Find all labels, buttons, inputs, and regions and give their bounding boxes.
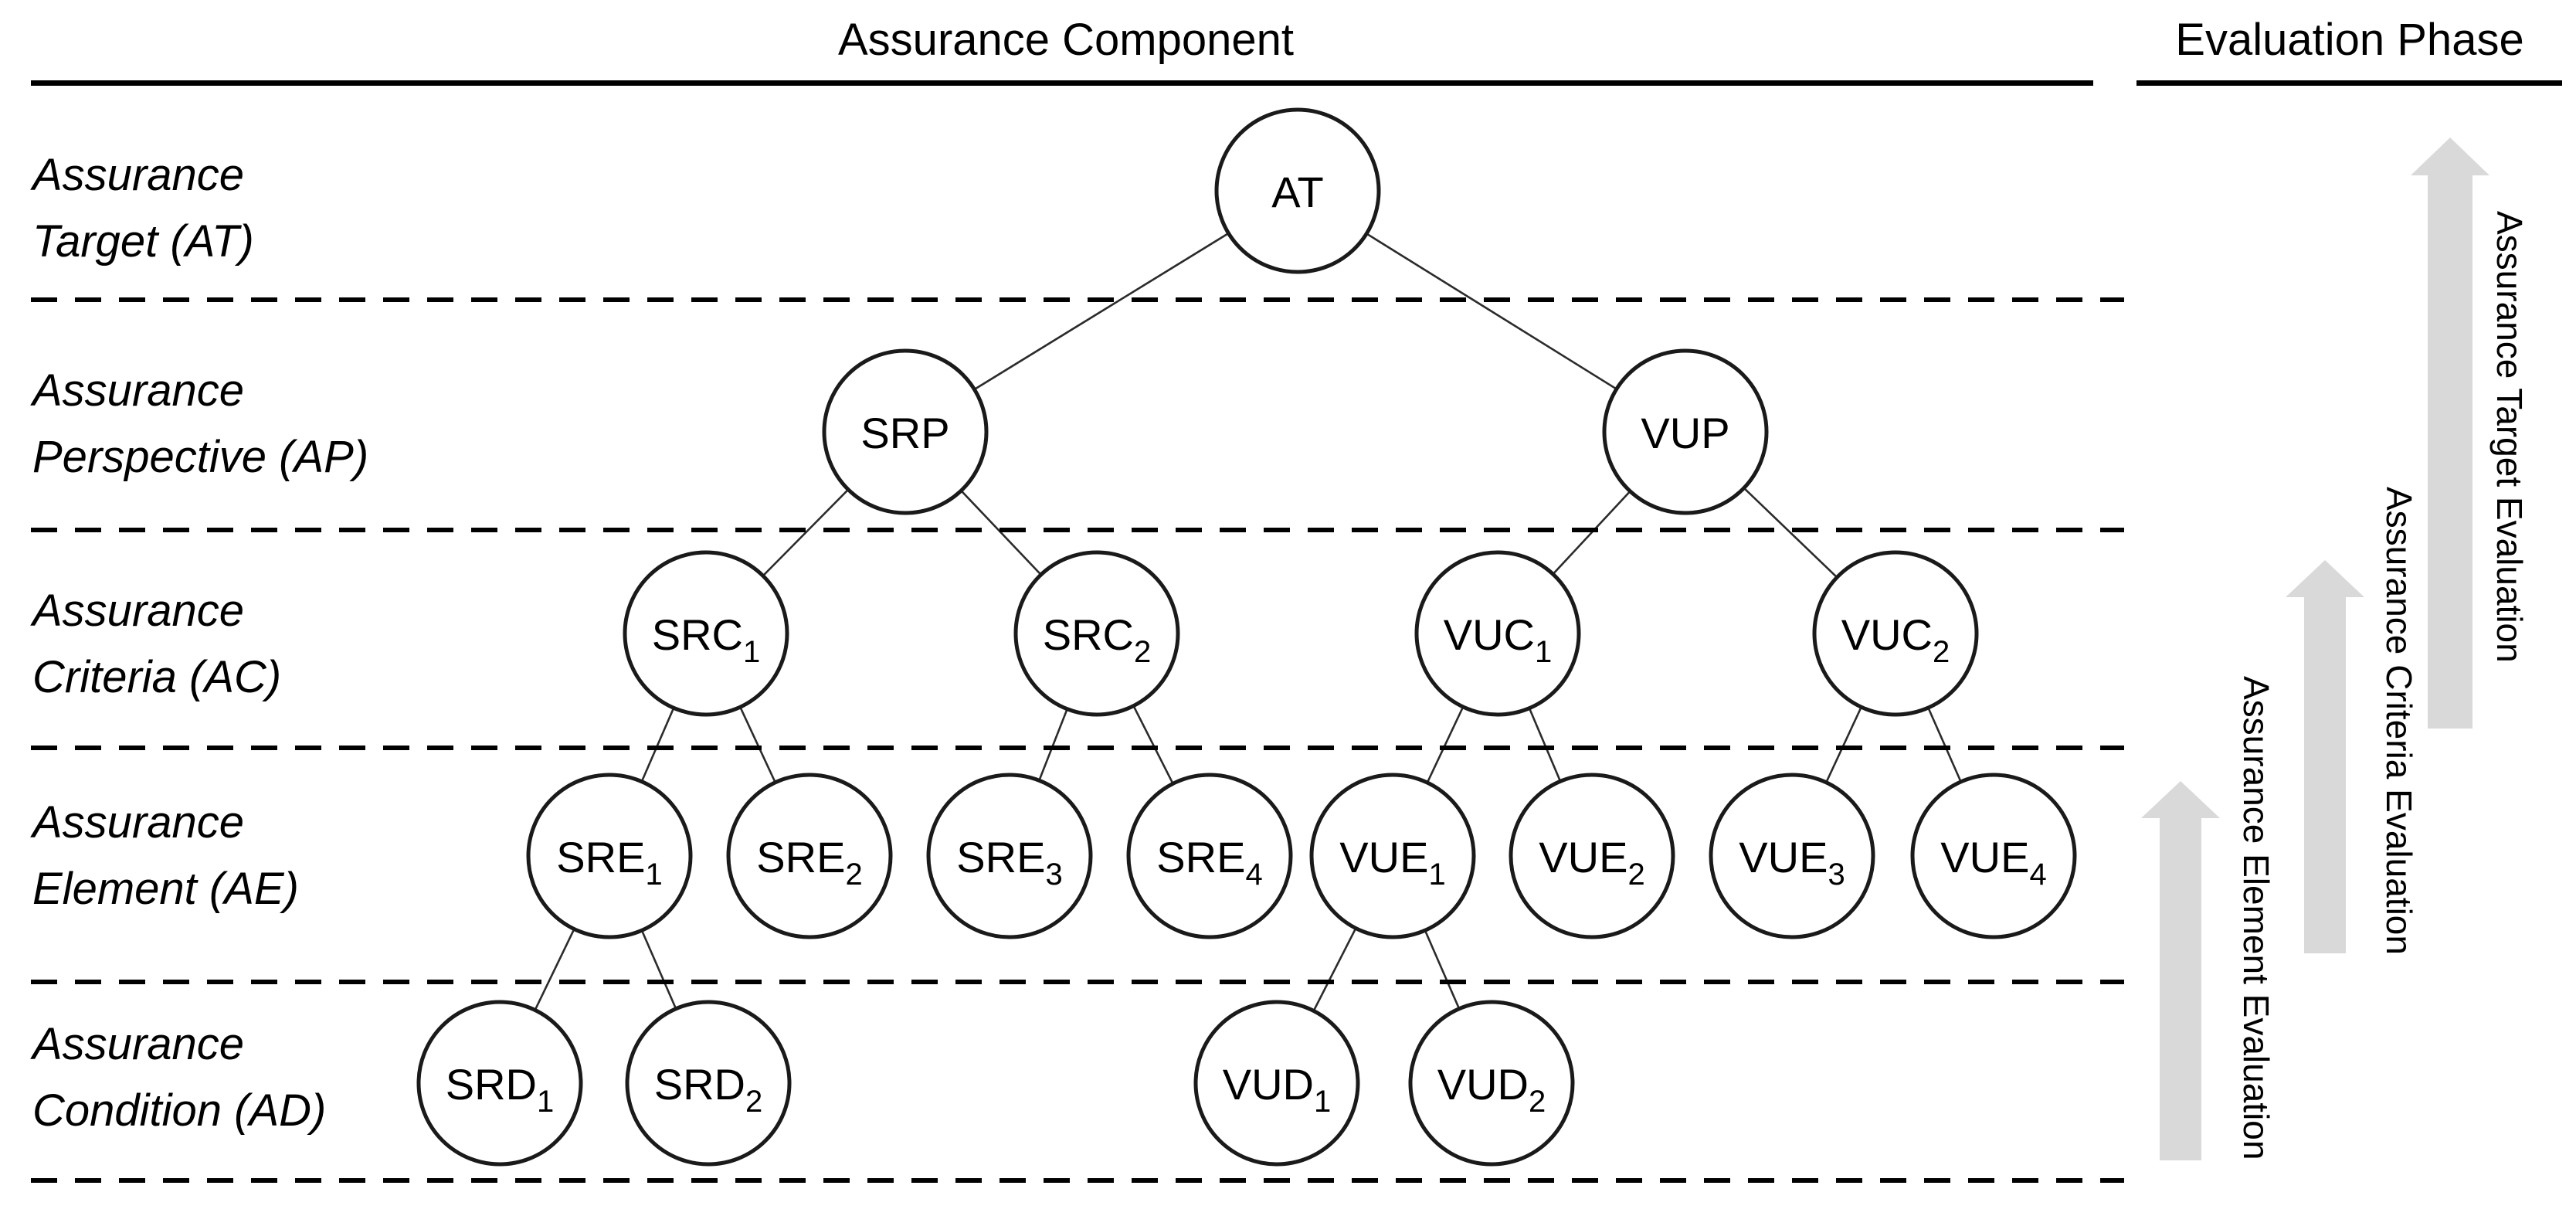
- row-label-line: Assurance: [32, 797, 245, 847]
- node-circle: [1408, 1000, 1575, 1167]
- tree-node-AT: AT: [1214, 107, 1381, 274]
- eval-label-target: Assurance Target Evaluation: [2489, 211, 2530, 663]
- node-circle: [1309, 773, 1476, 939]
- assurance-component-title: Assurance Component: [838, 15, 1294, 65]
- row-label-line: Condition (AD): [32, 1085, 327, 1136]
- node-circle: [1709, 773, 1875, 939]
- node-circle: [1812, 550, 1979, 717]
- node-circle: [625, 1000, 792, 1167]
- tree-node-VUD1: VUD1: [1193, 1000, 1360, 1167]
- row-label-line: Element (AE): [32, 864, 299, 914]
- node-circle: [1013, 550, 1180, 717]
- node-circle: [416, 1000, 583, 1167]
- node-label: AT: [1271, 168, 1323, 216]
- row-label-line: Assurance: [32, 1019, 245, 1069]
- row-label-assurance-perspective: Assurance Perspective (AP): [32, 358, 368, 491]
- tree-node-SRC1: SRC1: [623, 550, 789, 717]
- node-circle: [526, 773, 693, 939]
- tree-node-VUE2: VUE2: [1509, 773, 1675, 939]
- evaluation-up-arrow: [2141, 781, 2220, 1160]
- tree-node-SRE1: SRE1: [526, 773, 693, 939]
- tree-node-SRE2: SRE2: [726, 773, 893, 939]
- node-circle: [726, 773, 893, 939]
- tree-node-SRE4: SRE4: [1126, 773, 1293, 939]
- row-separator-dashed-line: [31, 528, 2124, 532]
- phase-header-rule: [2136, 80, 2562, 86]
- tree-node-SRD2: SRD2: [625, 1000, 792, 1167]
- row-separator-dashed-line: [31, 980, 2124, 984]
- tree-node-VUE4: VUE4: [1910, 773, 2077, 939]
- tree-node-VUP: VUP: [1602, 348, 1769, 515]
- node-circle: [623, 550, 789, 717]
- node-label: VUP: [1641, 409, 1729, 457]
- eval-label-element: Assurance Element Evaluation: [2236, 676, 2276, 1160]
- row-label-assurance-element: Assurance Element (AE): [32, 790, 299, 922]
- node-circle: [822, 348, 989, 515]
- row-label-assurance-condition: Assurance Condition (AD): [32, 1011, 326, 1144]
- row-label-assurance-target: Assurance Target (AT): [32, 142, 254, 275]
- tree-node-VUD2: VUD2: [1408, 1000, 1575, 1167]
- component-header-rule: [31, 80, 2093, 86]
- row-label-line: Target (AT): [32, 216, 254, 267]
- row-label-line: Criteria (AC): [32, 652, 282, 702]
- row-label-line: Assurance: [32, 586, 245, 636]
- tree-node-VUC2: VUC2: [1812, 550, 1979, 717]
- node-circle: [1193, 1000, 1360, 1167]
- row-separator-dashed-line: [31, 1178, 2124, 1183]
- tree-node-VUE3: VUE3: [1709, 773, 1875, 939]
- evaluation-up-arrow: [2411, 138, 2489, 729]
- tree-node-SRP: SRP: [822, 348, 989, 515]
- tree-node-SRC2: SRC2: [1013, 550, 1180, 717]
- evaluation-up-arrow: [2286, 560, 2364, 953]
- node-circle: [1602, 348, 1769, 515]
- row-label-line: Perspective (AP): [32, 432, 369, 482]
- node-circle: [1126, 773, 1293, 939]
- tree-node-VUC1: VUC1: [1414, 550, 1581, 717]
- node-label: SRP: [860, 409, 949, 457]
- row-separator-dashed-line: [31, 746, 2124, 750]
- tree-node-VUE1: VUE1: [1309, 773, 1476, 939]
- row-separator-dashed-line: [31, 297, 2124, 302]
- row-label-line: Assurance: [32, 150, 245, 200]
- node-circle: [926, 773, 1093, 939]
- node-circle: [1214, 107, 1381, 274]
- tree-node-SRD1: SRD1: [416, 1000, 583, 1167]
- node-circle: [1414, 550, 1581, 717]
- node-circle: [1509, 773, 1675, 939]
- node-circle: [1910, 773, 2077, 939]
- tree-node-SRE3: SRE3: [926, 773, 1093, 939]
- evaluation-phase-title: Evaluation Phase: [2175, 15, 2524, 65]
- row-label-assurance-criteria: Assurance Criteria (AC): [32, 578, 281, 711]
- eval-label-criteria: Assurance Criteria Evaluation: [2379, 487, 2419, 955]
- row-label-line: Assurance: [32, 365, 245, 416]
